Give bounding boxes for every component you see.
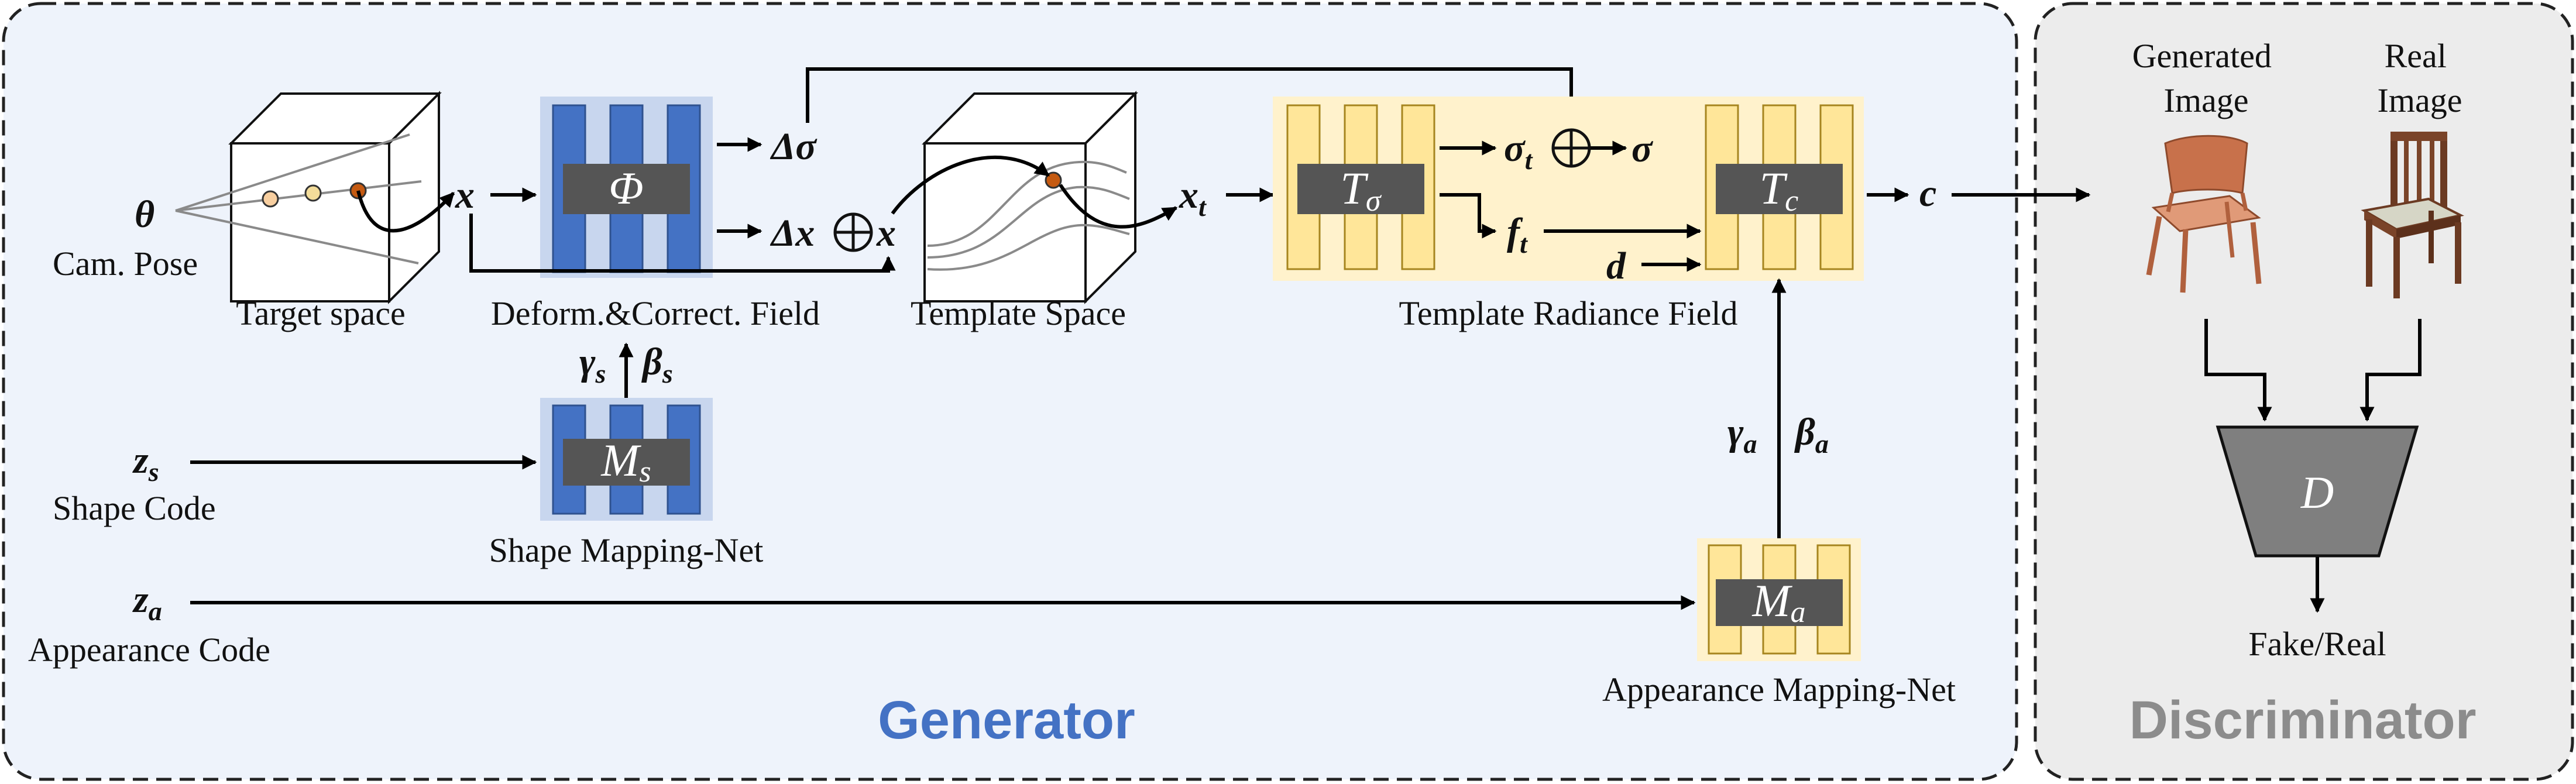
target-space-label: Target space — [236, 294, 406, 332]
beta-s-symbol: βs — [641, 341, 673, 388]
plus-operator — [1551, 128, 1591, 168]
discriminator-block: D — [2216, 425, 2419, 558]
gamma-a-symbol: γa — [1727, 411, 1757, 459]
delta-x-symbol: Δx — [770, 212, 815, 255]
t-c-symbol: Tc — [1760, 163, 1798, 218]
generated-image-label: Generated Image — [2132, 37, 2280, 119]
deform-correct-network: Φ — [540, 97, 713, 278]
appearance-code-label: Appearance Code — [28, 631, 270, 669]
z-a-symbol: za — [132, 578, 162, 626]
discriminator-panel — [2034, 2, 2574, 781]
generated-chair-image — [2146, 135, 2262, 293]
shape-code-label: Shape Code — [53, 489, 216, 527]
x-bypass-arrow — [469, 214, 896, 273]
template-to-xt-arrow — [1059, 184, 1178, 229]
shape-mapping-network: Ms — [540, 398, 713, 521]
appearance-mapping-net-label: Appearance Mapping-Net — [1602, 670, 1956, 709]
x-symbol: x — [876, 212, 896, 255]
m-s-symbol: Ms — [600, 435, 651, 489]
t-sigma-network: Tσ — [1286, 104, 1435, 270]
delta-sigma-symbol: Δσ — [770, 125, 818, 168]
template-radiance-field-label: Template Radiance Field — [1399, 294, 1738, 332]
plus-operator — [833, 212, 873, 252]
delta-sigma-skip-arrow — [806, 67, 1579, 123]
template-space-cube — [922, 91, 1138, 304]
d-symbol: d — [1606, 245, 1626, 287]
t-c-network: Tc — [1705, 104, 1854, 270]
discriminator-title: Discriminator — [2129, 690, 2476, 750]
template-space-label: Template Space — [911, 294, 1126, 332]
generated-to-d-arrow — [2204, 319, 2272, 422]
xt-symbol: xt — [1179, 174, 1207, 222]
real-image-label: Real Image — [2378, 37, 2462, 119]
point-to-x-arrow — [356, 190, 455, 233]
appearance-mapping-network: Ma — [1697, 538, 1861, 661]
z-s-symbol: zs — [132, 439, 159, 487]
deform-field-label: Deform.&Correct. Field — [491, 294, 820, 332]
generator-title: Generator — [878, 690, 1135, 750]
sigma-t-symbol: σt — [1504, 127, 1533, 175]
cam-pose-label: Cam. Pose — [53, 245, 198, 283]
d-network-symbol: D — [2300, 467, 2334, 518]
sample-point — [262, 190, 279, 208]
theta-symbol: θ — [135, 193, 154, 236]
sigma-symbol: σ — [1632, 128, 1654, 170]
sample-point — [304, 184, 322, 202]
x-symbol: x — [455, 174, 475, 216]
phi-symbol: Φ — [609, 163, 643, 214]
f-t-symbol: ft — [1507, 211, 1528, 259]
beta-a-symbol: βa — [1794, 411, 1829, 459]
m-a-symbol: Ma — [1752, 575, 1806, 629]
fake-real-label: Fake/Real — [2248, 625, 2386, 663]
tsigma-to-ft-arrow — [1440, 193, 1497, 239]
t-sigma-symbol: Tσ — [1340, 163, 1382, 218]
c-symbol: c — [1919, 172, 1936, 215]
real-chair-image — [2361, 132, 2464, 298]
gamma-s-symbol: γs — [579, 341, 606, 388]
shape-mapping-net-label: Shape Mapping-Net — [489, 531, 764, 569]
x-to-template-arrow — [891, 155, 1050, 215]
real-to-d-arrow — [2359, 319, 2422, 422]
target-space-cube — [175, 91, 442, 304]
